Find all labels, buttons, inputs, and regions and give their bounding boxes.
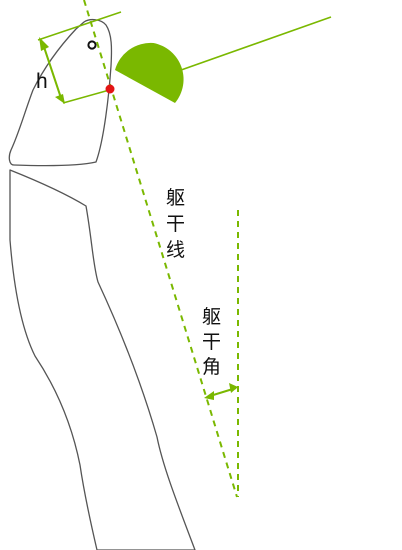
contact-point bbox=[105, 84, 115, 94]
torso-angle-label: 躯 干 角 bbox=[202, 306, 221, 378]
torso-line-char-3: 线 bbox=[166, 239, 185, 261]
torso-line bbox=[83, 0, 238, 498]
height-guide-bottom bbox=[62, 88, 114, 104]
head-outline bbox=[8, 18, 113, 167]
height-label: h bbox=[36, 70, 48, 93]
torso-angle-char-1: 躯 bbox=[202, 306, 221, 328]
height-arrow bbox=[39, 37, 65, 104]
torso-angle-char-3: 角 bbox=[202, 356, 221, 378]
semicircle-marker bbox=[115, 42, 184, 103]
height-guide-top bbox=[37, 11, 122, 41]
torso-line-char-1: 躯 bbox=[166, 187, 185, 209]
torso-line-char-2: 干 bbox=[166, 213, 185, 235]
body-outline bbox=[9, 169, 196, 550]
torso-line-label: 躯 干 线 bbox=[166, 187, 185, 261]
pivot-circle-icon bbox=[87, 40, 97, 50]
torso-angle-char-2: 干 bbox=[202, 331, 221, 353]
torso-angle-arrow bbox=[204, 383, 238, 400]
